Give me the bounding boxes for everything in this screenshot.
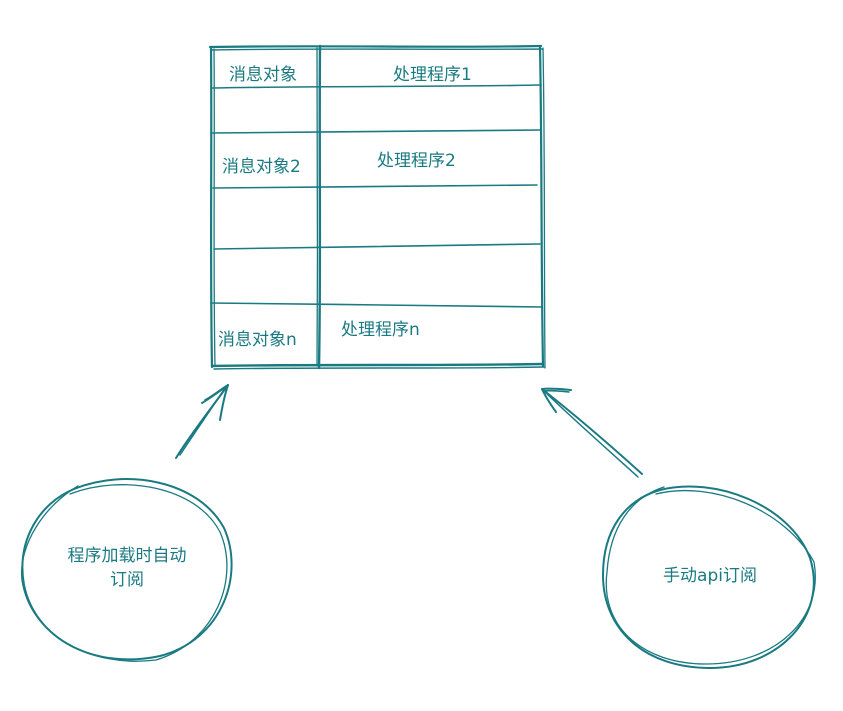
auto-subscribe-node: 程序加载时自动 订阅: [20, 478, 233, 662]
row-1-message-cell: 消息对象: [229, 65, 297, 85]
row-1-handler-cell: 处理程序1: [393, 65, 472, 85]
manual-subscribe-arrow: [541, 387, 643, 478]
manual-subscribe-circle: [602, 485, 815, 669]
row-3-message-cell: 消息对象2: [222, 157, 301, 177]
manual-subscribe-label: 手动api订阅: [663, 566, 757, 586]
manual-subscribe-node: 手动api订阅: [602, 485, 816, 669]
handler-table: 消息对象 处理程序1 消息对象2 处理程序2 消息对象n 处理程序n: [208, 44, 546, 370]
row-dividers: [210, 84, 543, 308]
auto-subscribe-label-line-2: 订阅: [110, 570, 144, 590]
row-3-handler-cell: 处理程序2: [377, 151, 456, 171]
row-6-message-cell: 消息对象n: [218, 330, 297, 350]
row-6-handler-cell: 处理程序n: [341, 320, 420, 340]
auto-subscribe-arrow: [175, 384, 229, 459]
auto-subscribe-label-line-1: 程序加载时自动: [68, 546, 187, 566]
